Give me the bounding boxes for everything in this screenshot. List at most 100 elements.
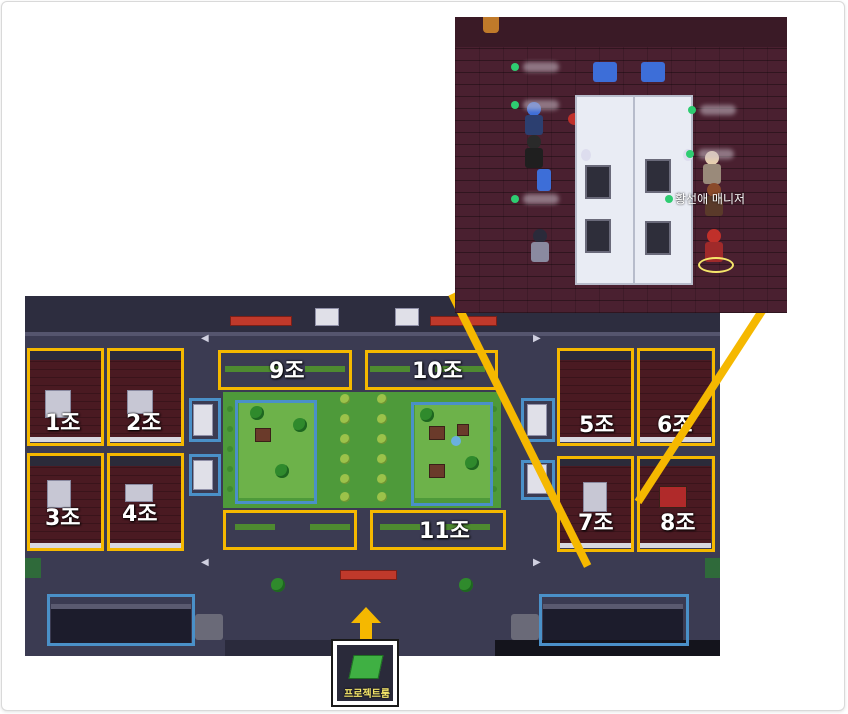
hedge [491, 426, 497, 432]
bench-row [310, 524, 350, 530]
group-label: 5조 [579, 413, 615, 438]
floor-arrow: ◀ [201, 333, 209, 344]
bench-row [225, 366, 280, 372]
status-dot [686, 150, 694, 158]
group-zone-11[interactable]: 11조 [370, 510, 506, 550]
bush [340, 434, 350, 444]
tree [420, 408, 434, 422]
room-2[interactable] [109, 350, 181, 442]
hedge [491, 446, 497, 452]
group-zone-2[interactable]: 2조 [107, 348, 184, 446]
garden-table [429, 464, 445, 478]
hedge [491, 486, 497, 492]
group-label: 7조 [578, 511, 614, 536]
avatar[interactable] [703, 183, 725, 217]
bush [377, 414, 387, 424]
area-highlight [411, 402, 493, 506]
room-4[interactable] [109, 456, 181, 548]
room-6[interactable] [639, 350, 711, 442]
tree [465, 456, 479, 470]
bench-row [235, 524, 275, 530]
room-3[interactable] [29, 456, 101, 548]
group-zone-1[interactable]: 1조 [27, 348, 104, 446]
garden-table [429, 426, 445, 440]
group-zone-5[interactable]: 5조 [557, 348, 634, 446]
group-zone-lower-left[interactable] [223, 510, 357, 550]
room-1[interactable] [29, 350, 101, 442]
group-label: 4조 [122, 502, 158, 527]
lobby-sofa [340, 570, 397, 580]
meeting-pods-left[interactable] [51, 604, 191, 644]
project-room-label: 프로젝트룸 [344, 689, 390, 700]
fountain [451, 436, 461, 446]
hedge [227, 426, 233, 432]
hedge [227, 446, 233, 452]
cup [581, 149, 591, 161]
blurred-name [700, 105, 736, 115]
wall-kiosk [395, 308, 419, 326]
area-highlight [47, 594, 195, 646]
bench-row [445, 524, 490, 530]
status-dot [511, 63, 519, 71]
room-5[interactable] [559, 350, 631, 442]
selection-ring [698, 257, 734, 273]
laptop [585, 165, 611, 199]
tree [293, 418, 307, 432]
room-8[interactable] [639, 456, 711, 548]
green-book-icon [348, 655, 384, 679]
tree [250, 406, 264, 420]
avatar[interactable] [523, 135, 545, 169]
hedge [227, 486, 233, 492]
group-zone-8[interactable]: 8조 [637, 456, 715, 552]
bush [340, 492, 350, 502]
zoomed-meeting-room[interactable]: 황선애 매니저 [455, 17, 787, 313]
group-label: 9조 [269, 359, 305, 384]
office-map[interactable]: ◀ ▶ ◀ ▶ 1조 2조 3조 4조 5조 6조 7조 8조 9조 10조 1… [25, 296, 720, 656]
group-zone-4[interactable]: 4조 [107, 453, 184, 551]
chair [593, 62, 617, 82]
laptop [585, 219, 611, 253]
blurred-name [523, 194, 559, 204]
area-highlight [539, 594, 689, 646]
bench-row [305, 366, 345, 372]
hedge [491, 466, 497, 472]
plant [25, 558, 41, 578]
blurred-name [698, 149, 734, 159]
garden-table [457, 424, 469, 436]
status-dot [665, 195, 673, 203]
bush [340, 454, 350, 464]
inset-wall [455, 17, 787, 47]
meeting-pods-right[interactable] [543, 604, 683, 644]
hedge [227, 466, 233, 472]
info-kiosk [193, 404, 213, 436]
tree [271, 578, 285, 592]
garden-table [255, 428, 271, 442]
wall-sofa [230, 316, 292, 326]
bush [377, 394, 387, 404]
area-highlight [189, 398, 221, 442]
group-zone-10[interactable]: 10조 [365, 350, 498, 390]
manager-name-tag: 황선애 매니저 [675, 192, 746, 206]
floor-arrow: ◀ [201, 557, 209, 568]
group-zone-9[interactable]: 9조 [218, 350, 352, 390]
bench-row [435, 366, 485, 372]
chair [641, 62, 665, 82]
group-label: 11조 [419, 519, 470, 544]
floor-arrow: ▶ [533, 333, 541, 344]
area-highlight [189, 454, 221, 496]
tree [459, 578, 473, 592]
group-label: 1조 [45, 411, 81, 436]
hedge [491, 406, 497, 412]
group-label: 3조 [45, 506, 81, 531]
bush [340, 474, 350, 484]
status-dot [511, 195, 519, 203]
group-zone-3[interactable]: 3조 [27, 453, 104, 551]
project-room-entrance[interactable]: 프로젝트룸 [331, 639, 399, 707]
avatar[interactable] [529, 229, 551, 263]
bottom-floor [225, 640, 355, 656]
vent [195, 614, 223, 640]
vent [511, 614, 539, 640]
plant-pot [483, 17, 499, 33]
bench-row [370, 366, 410, 372]
chair [537, 169, 551, 191]
